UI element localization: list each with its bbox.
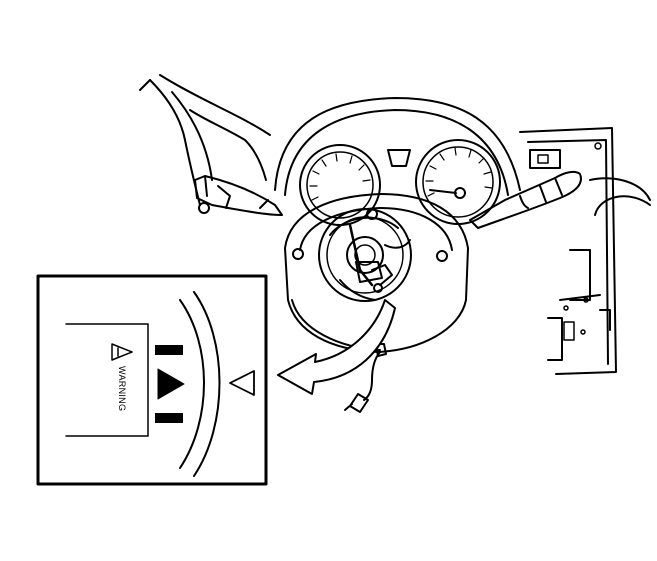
removal-arrow-icon bbox=[277, 299, 396, 395]
right-wiper-stalk bbox=[469, 170, 582, 229]
steering-column-shroud bbox=[284, 193, 469, 353]
clockspring-wire-connector bbox=[344, 343, 387, 413]
alignment-detail-inset: WARNING bbox=[36, 274, 268, 486]
warning-triangle-icon bbox=[111, 343, 133, 361]
instrument-panel bbox=[139, 74, 651, 375]
clockspring bbox=[318, 208, 412, 302]
warning-label: WARNING bbox=[117, 366, 127, 411]
alignment-arrow-icon bbox=[157, 368, 185, 400]
center-indicator bbox=[387, 149, 411, 167]
right-gauge bbox=[415, 139, 501, 225]
left-turn-signal-stalk bbox=[194, 175, 283, 216]
outline-pointer-icon bbox=[229, 370, 255, 396]
